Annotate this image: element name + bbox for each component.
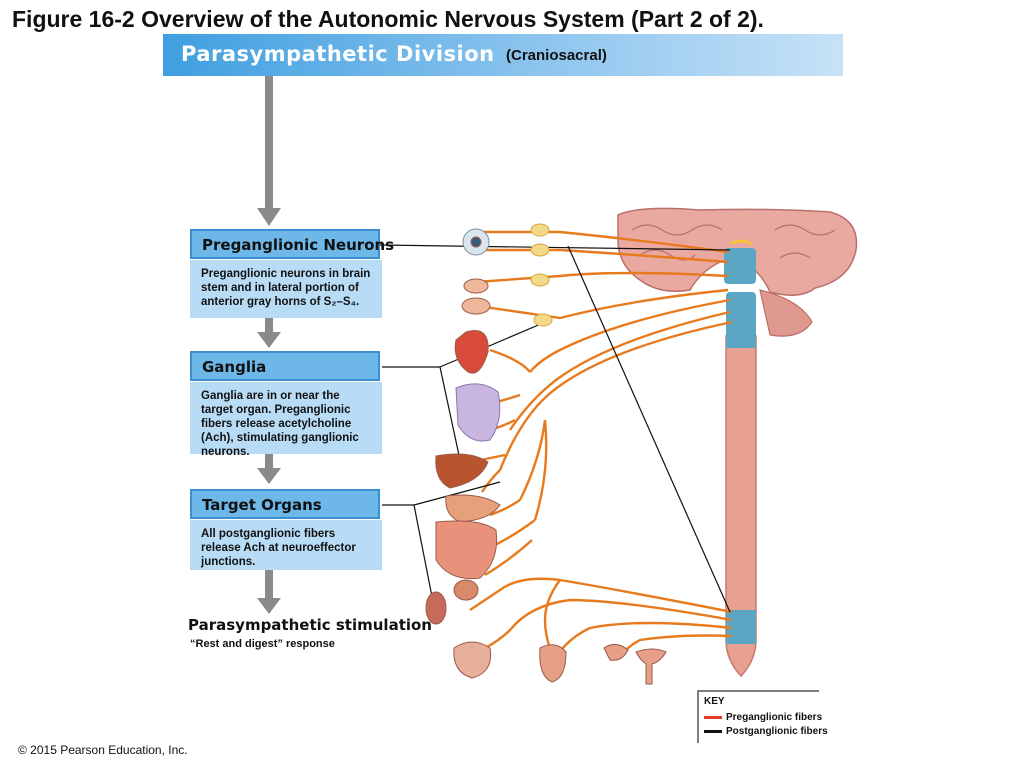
ganglia-heading: Ganglia (190, 351, 380, 381)
division-banner: Parasympathetic Division (Craniosacral) (163, 34, 843, 76)
stimulation-title: Parasympathetic stimulation (188, 616, 432, 634)
legend-label-preganglionic: Preganglionic fibers (726, 712, 823, 723)
spinal-cord (725, 330, 757, 678)
division-subtitle: (Craniosacral) (506, 47, 607, 64)
preganglionic-neurons-heading-text: Preganglionic Neurons (202, 236, 395, 254)
legend-item-postganglionic: Postganglionic fibers (704, 726, 828, 738)
division-title: Parasympathetic Division (181, 42, 495, 66)
ganglia-heading-text: Ganglia (202, 358, 267, 376)
stimulation-subtitle: “Rest and digest” response (190, 638, 335, 650)
legend-border (697, 690, 819, 743)
target-organs-description: All postganglionic fibers release Ach at… (190, 520, 382, 570)
flow-arrows (257, 76, 281, 614)
preganglionic-neurons-heading: Preganglionic Neurons (190, 229, 394, 259)
target-organs-heading: Target Organs (190, 489, 380, 519)
legend-label-postganglionic: Postganglionic fibers (726, 726, 828, 737)
copyright-notice: © 2015 Pearson Education, Inc. (18, 743, 188, 757)
leader-lines (379, 244, 731, 613)
figure-title: Figure 16-2 Overview of the Autonomic Ne… (12, 6, 764, 32)
target-organs-heading-text: Target Organs (202, 496, 322, 514)
target-organs (425, 228, 667, 685)
ganglia-description: Ganglia are in or near the target organ.… (190, 382, 382, 458)
legend-item-preganglionic: Preganglionic fibers (704, 712, 822, 724)
ganglia (530, 223, 553, 327)
legend: KEY Preganglionic fibers Postganglionic … (697, 690, 828, 744)
nerve-fibers (469, 230, 733, 661)
legend-title: KEY (704, 696, 725, 707)
preganglionic-neurons-description: Preganglionic neurons in brain stem and … (190, 260, 382, 318)
legend-swatch-black (704, 729, 722, 733)
legend-swatch-red (704, 715, 722, 719)
